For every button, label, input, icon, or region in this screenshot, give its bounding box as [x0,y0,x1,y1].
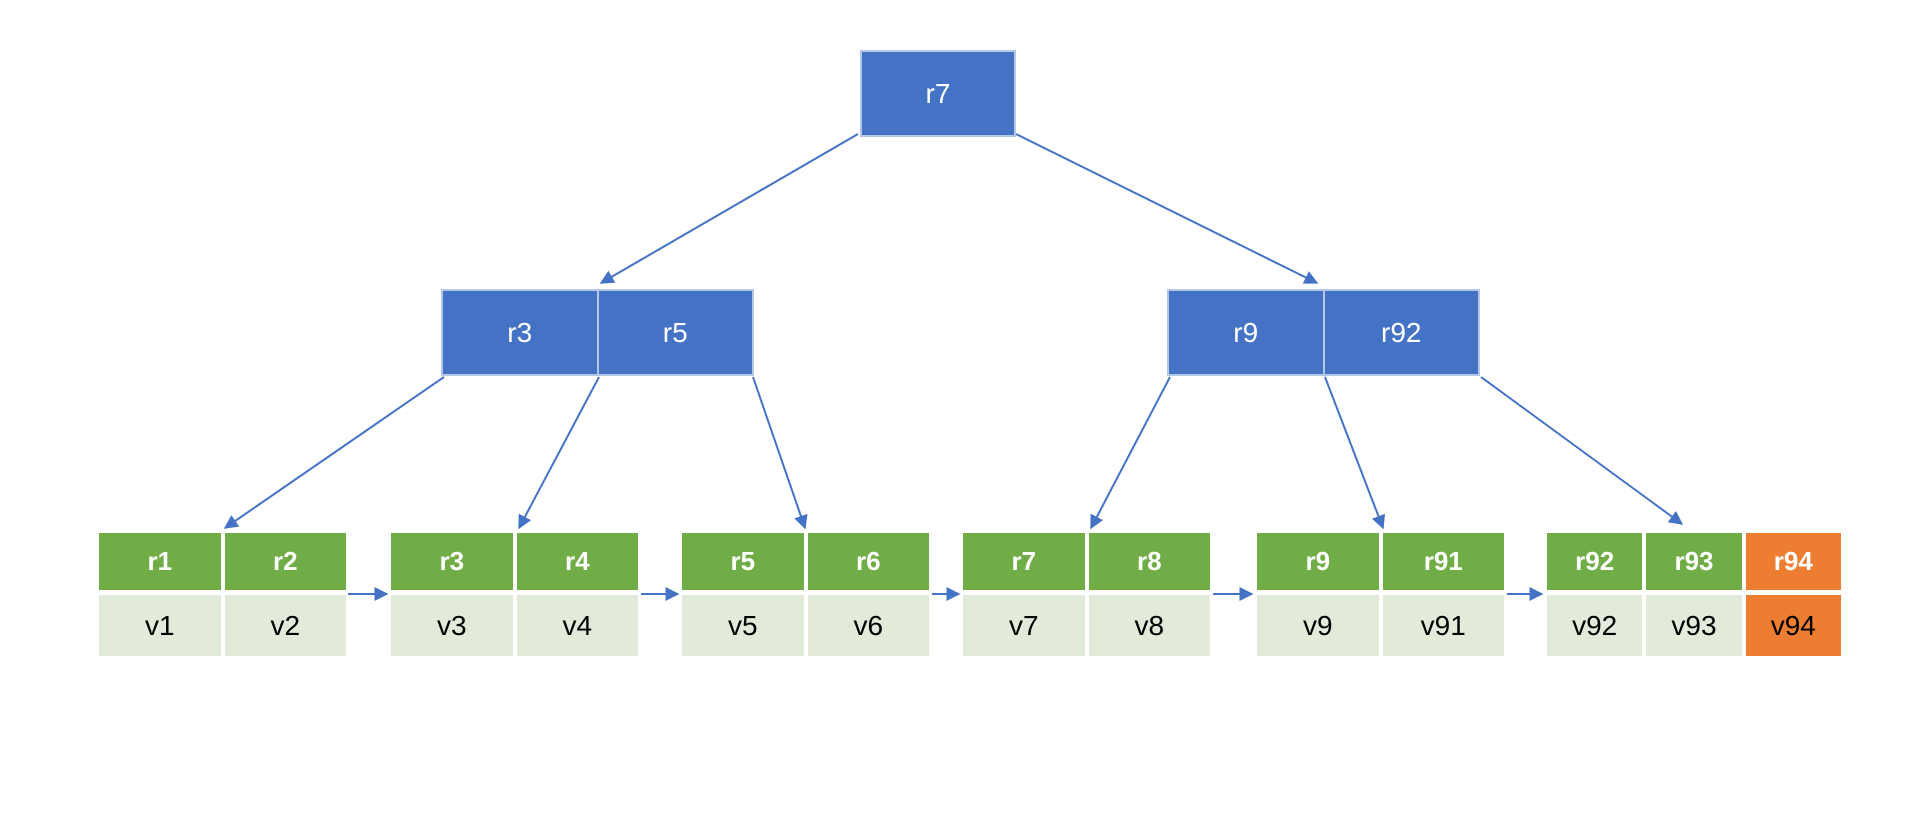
leaf-value-cell: v9 [1257,595,1379,656]
leaf-key-row: r92 r93 r94 [1547,533,1841,590]
leaf-key-cell: r92 [1547,533,1643,590]
leaf-value-row: v3 v4 [391,595,638,656]
leaf-node-5: r9 r91 v9 v91 [1257,533,1504,656]
leaf-value-cell: v6 [807,595,929,656]
internal-key-cell: r3 [507,316,533,348]
leaf-value-row: v5 v6 [682,595,929,656]
leaf-key-cell: r7 [963,533,1085,590]
edge-internal-right-to-leaf-4 [1090,376,1171,530]
leaf-value-cell: v2 [224,595,346,656]
edge-internal-right-to-leaf-6 [1480,376,1684,525]
internal-key-cell: r5 [596,291,753,374]
internal-key-cell: r92 [1322,291,1479,374]
edge-root-to-internal-right [1015,133,1319,284]
leaf-key-cell: r9 [1257,533,1379,590]
leaf-key-row: r9 r91 [1257,533,1504,590]
leaf-key-cell: r1 [99,533,221,590]
leaf-value-cell: v8 [1088,595,1210,656]
leaf-value-cell: v92 [1547,595,1643,656]
leaf-key-cell: r8 [1088,533,1210,590]
leaf-value-cell: v5 [682,595,804,656]
leaf-node-2: r3 r4 v3 v4 [391,533,638,656]
leaf-value-cell-highlighted: v94 [1745,595,1841,656]
leaf-key-row: r1 r2 [99,533,346,590]
leaf-value-cell: v1 [99,595,221,656]
leaf-node-3: r5 r6 v5 v6 [682,533,929,656]
leaf-key-cell: r6 [807,533,929,590]
leaf-value-cell: v91 [1382,595,1504,656]
leaf-key-cell: r91 [1382,533,1504,590]
leaf-value-row: v9 v91 [1257,595,1504,656]
leaf-key-cell: r3 [391,533,513,590]
edge-internal-left-to-leaf-1 [223,376,445,529]
leaf-value-cell: v7 [963,595,1085,656]
leaf-key-cell: r2 [224,533,346,590]
leaf-key-row: r7 r8 [963,533,1210,590]
leaf-key-cell: r4 [516,533,638,590]
edge-internal-right-to-leaf-5 [1324,376,1386,530]
leaf-key-row: r3 r4 [391,533,638,590]
root-key-cell: r7 [925,77,951,109]
leaf-key-cell-highlighted: r94 [1745,533,1841,590]
root-node: r7 [860,50,1016,137]
leaf-key-row: r5 r6 [682,533,929,590]
leaf-value-row: v92 v93 v94 [1547,595,1841,656]
internal-key-cell: r9 [1233,316,1259,348]
leaf-value-cell: v93 [1646,595,1742,656]
leaf-value-row: v7 v8 [963,595,1210,656]
leaf-value-cell: v3 [391,595,513,656]
edge-internal-left-to-leaf-3 [752,376,808,530]
leaf-key-cell: r93 [1646,533,1742,590]
edge-internal-left-to-leaf-2 [518,376,600,530]
leaf-value-cell: v4 [516,595,638,656]
leaf-node-1: r1 r2 v1 v2 [99,533,346,656]
internal-node-right: r9 r92 [1167,289,1480,376]
leaf-node-4: r7 r8 v7 v8 [963,533,1210,656]
leaf-node-6: r92 r93 r94 v92 v93 v94 [1547,533,1841,656]
internal-node-left: r3 r5 [441,289,754,376]
leaf-value-row: v1 v2 [99,595,346,656]
edge-root-to-internal-left [599,133,859,284]
leaf-key-cell: r5 [682,533,804,590]
